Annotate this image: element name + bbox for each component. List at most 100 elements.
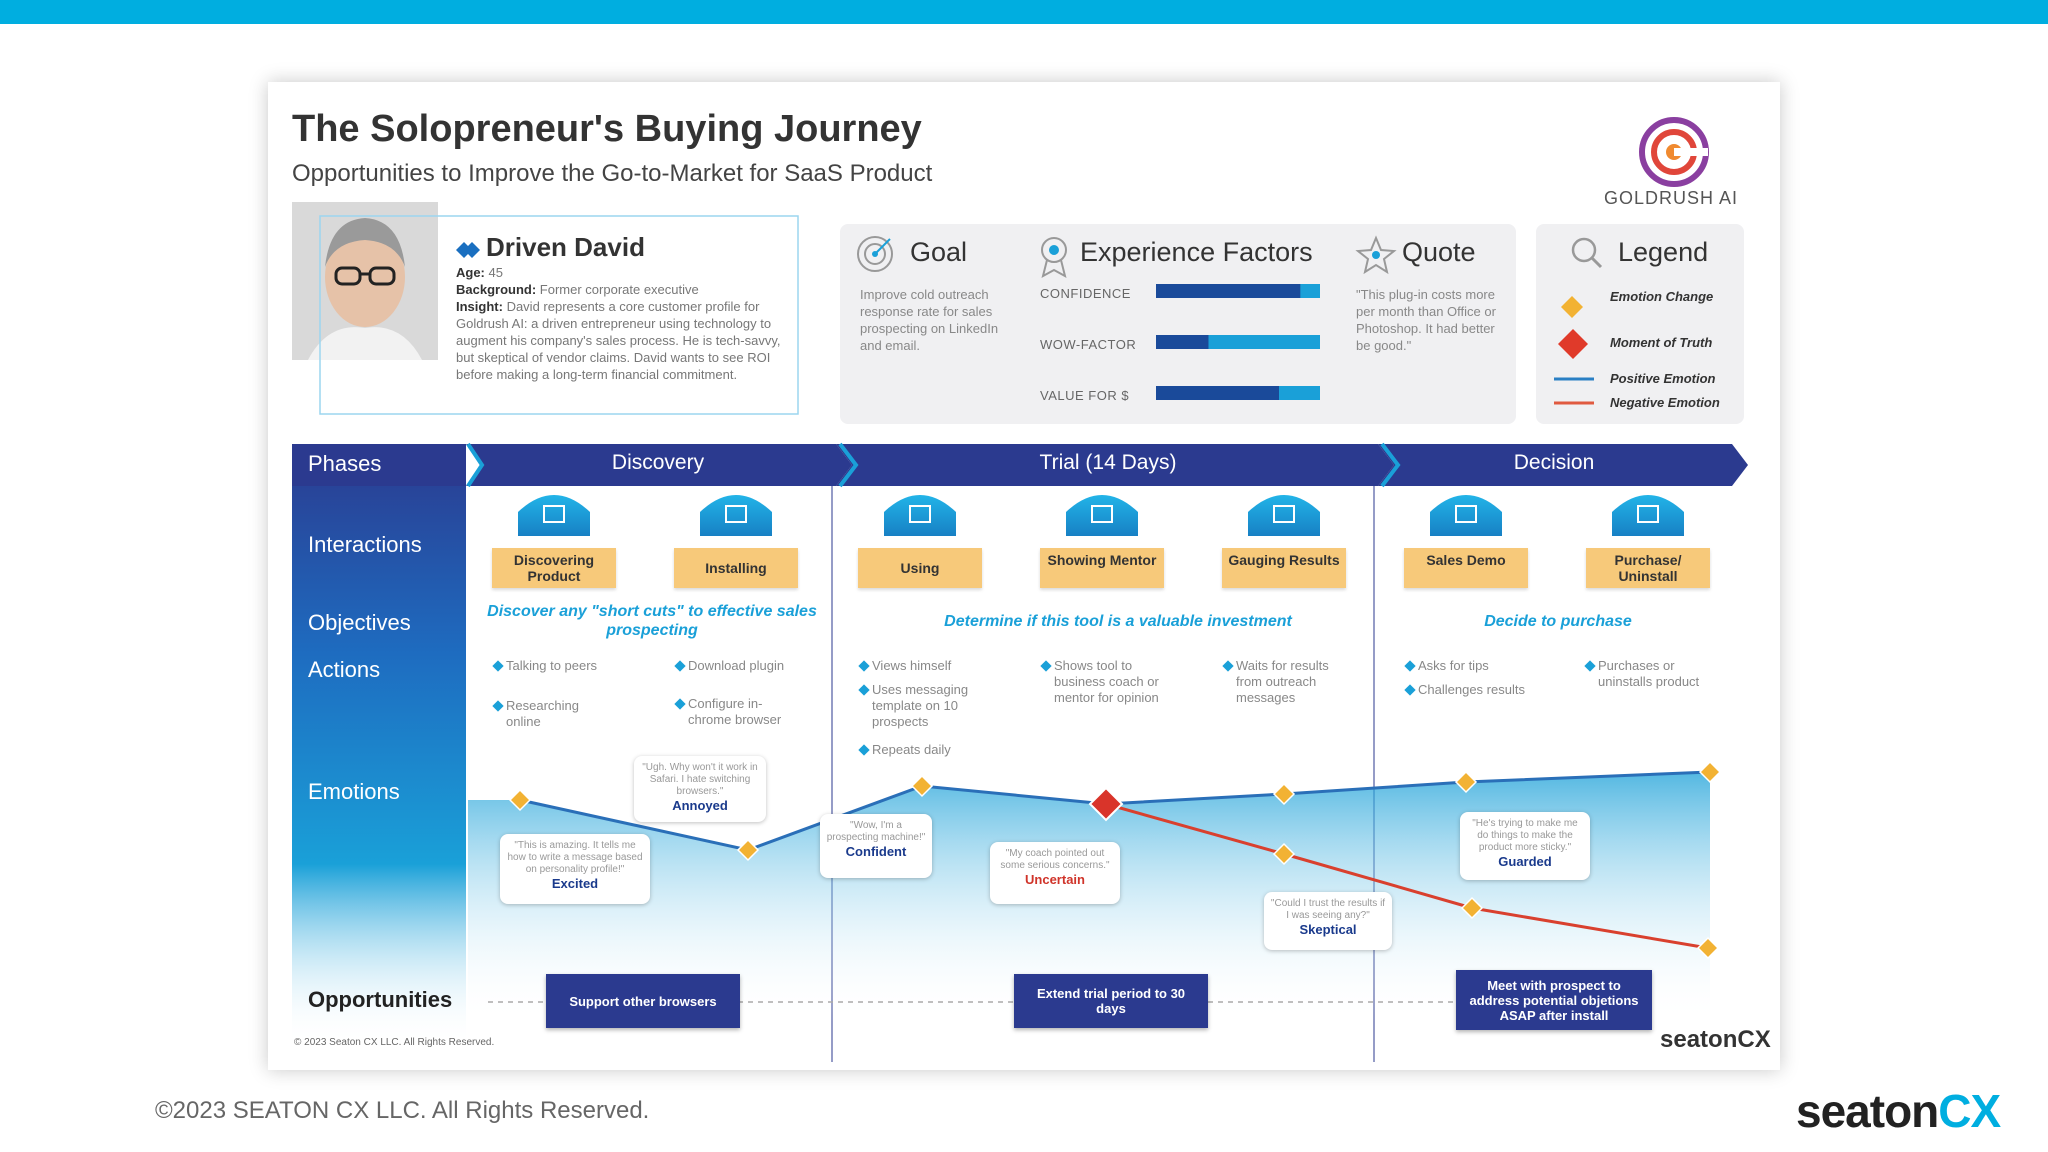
page-subtitle: Opportunities to Improve the Go-to-Marke… [292, 160, 933, 187]
phase-banner [292, 442, 1748, 488]
factor-label: CONFIDENCE [1040, 286, 1131, 301]
persona-photo [292, 202, 438, 360]
action-item: Configure in-chrome browser [674, 696, 788, 728]
emotion-quote: "Could I trust the results if I was seei… [1270, 898, 1386, 921]
persona-name: Driven David [486, 232, 645, 262]
background-label: Background: [456, 282, 537, 297]
interaction-card: Gauging Results [1222, 548, 1346, 588]
emotion-bubble: "Wow, I'm a prospecting machine!" Confid… [820, 814, 932, 878]
age-label: Age: [456, 265, 485, 280]
action-text: Download plugin [688, 658, 785, 673]
persona-background: Former corporate executive [539, 282, 699, 297]
action-item: Researching online [492, 698, 606, 730]
persona-frame [319, 215, 799, 415]
factor-label: WOW-FACTOR [1040, 337, 1137, 352]
interaction-icon [1430, 495, 1502, 536]
interaction-glyph [1091, 505, 1113, 523]
emotion-quote: "Wow, I'm a prospecting machine!" [826, 820, 926, 843]
interaction-icon [1248, 495, 1320, 536]
interaction-glyph [1637, 505, 1659, 523]
row-label-emotions: Emotions [308, 779, 400, 804]
emotion-quote: "My coach pointed out some serious conce… [1000, 848, 1110, 871]
row-label-objectives: Objectives [308, 610, 411, 635]
legend-label: Emotion Change [1610, 289, 1714, 304]
journey-map-card: The Solopreneur's Buying Journey Opportu… [268, 82, 1780, 1070]
action-text: Talking to peers [506, 658, 598, 673]
factor-bar-fill [1156, 335, 1209, 349]
legend-search-icon [1571, 237, 1603, 269]
row-label-actions: Actions [308, 657, 381, 682]
emotion-bubble: "Ugh. Why won't it work in Safari. I hat… [634, 756, 766, 822]
row-labels-column [292, 444, 466, 1044]
goal-text: Improve cold outreach response rate for … [860, 287, 999, 353]
interaction-icon [1066, 495, 1138, 536]
interaction-icon [884, 495, 956, 536]
phase-decision: Decision [1513, 451, 1595, 474]
negative-emotion-line [1105, 802, 1709, 950]
top-accent-bar [0, 0, 2048, 24]
action-text: Challenges results [1418, 682, 1525, 697]
action-item: Shows tool to business coach or mentor f… [1040, 658, 1164, 706]
objective-decision: Decide to purchase [1484, 613, 1632, 630]
interaction-label: Discovering Product [513, 552, 595, 584]
emotion-bubble: "He's trying to make me do things to mak… [1460, 812, 1590, 880]
objective-trial: Determine if this tool is a valuable inv… [944, 613, 1292, 630]
experience-title: Experience Factors [1080, 237, 1313, 267]
row-label-opportunities: Opportunities [308, 987, 453, 1012]
action-item: Asks for tips [1404, 658, 1528, 674]
legend-markers [1554, 296, 1594, 405]
emotion-label: Confident [845, 844, 907, 859]
objective-discovery: Discover any "short cuts" to effective s… [487, 603, 817, 639]
footer-brand-logo: seatonCX [1796, 1084, 2001, 1138]
interaction-label: Showing Mentor [1047, 552, 1157, 568]
emotion-quote: "This is amazing. It tells me how to wri… [507, 840, 643, 875]
persona-age: 45 [488, 265, 503, 280]
interaction-icon [700, 495, 772, 536]
page-title: The Solopreneur's Buying Journey [292, 108, 922, 150]
emotion-quote: "He's trying to make me do things to mak… [1472, 818, 1578, 853]
card-brand: seatonCX [1660, 1026, 1771, 1053]
emotion-label: Annoyed [672, 798, 728, 813]
emotion-label: Uncertain [1025, 872, 1085, 887]
interaction-glyph [543, 505, 565, 523]
emotion-bubble: "My coach pointed out some serious conce… [990, 842, 1120, 904]
emotion-change-markers [508, 760, 1722, 960]
legend-title: Legend [1618, 237, 1709, 267]
legend-label: Moment of Truth [1610, 335, 1713, 350]
experience-bars [1156, 284, 1320, 400]
interaction-label: Using [900, 560, 940, 576]
action-item: Waits for results from outreach messages [1222, 658, 1336, 706]
phase-trial: Trial (14 Days) [1039, 451, 1177, 474]
interaction-label: Sales Demo [1426, 552, 1506, 568]
action-text: Asks for tips [1418, 658, 1489, 673]
emotion-label: Excited [551, 876, 599, 891]
factor-bar-fill [1156, 386, 1279, 400]
award-icon [1041, 237, 1067, 278]
action-item: Talking to peers [492, 658, 606, 674]
phase-discovery: Discovery [611, 451, 705, 474]
emotion-label: Skeptical [1299, 922, 1357, 937]
interaction-label: Purchase/ Uninstall [1614, 552, 1682, 584]
footer-brand-accent: CX [1938, 1085, 2001, 1137]
action-text: Views himself [872, 658, 952, 673]
action-text: Repeats daily [872, 742, 951, 757]
action-item: Purchases or uninstalls product [1584, 658, 1708, 690]
interaction-label: Gauging Results [1228, 552, 1340, 568]
opportunity-text: Extend trial period to 30 days [1036, 986, 1186, 1016]
persona-details: Age: 45 Background: Former corporate exe… [456, 264, 792, 383]
row-label-phases: Phases [308, 451, 382, 476]
footer-brand-main: seaton [1796, 1085, 1939, 1137]
persona-insight: David represents a core customer profile… [456, 299, 781, 382]
interaction-icons [518, 495, 1684, 536]
action-text: Purchases or uninstalls product [1598, 658, 1700, 689]
interaction-card: Installing [674, 548, 798, 588]
action-item: Download plugin [674, 658, 788, 674]
action-text: Waits for results from outreach messages [1236, 658, 1329, 705]
interaction-card: Discovering Product [492, 548, 616, 588]
interaction-card: Purchase/ Uninstall [1586, 548, 1710, 588]
footer-copyright: ©2023 SEATON CX LLC. All Rights Reserved… [155, 1097, 650, 1124]
emotion-bubble: "Could I trust the results if I was seei… [1264, 892, 1392, 950]
opportunity-card: Support other browsers [546, 974, 740, 1028]
quote-title: Quote [1402, 237, 1476, 267]
row-label-interactions: Interactions [308, 532, 422, 557]
